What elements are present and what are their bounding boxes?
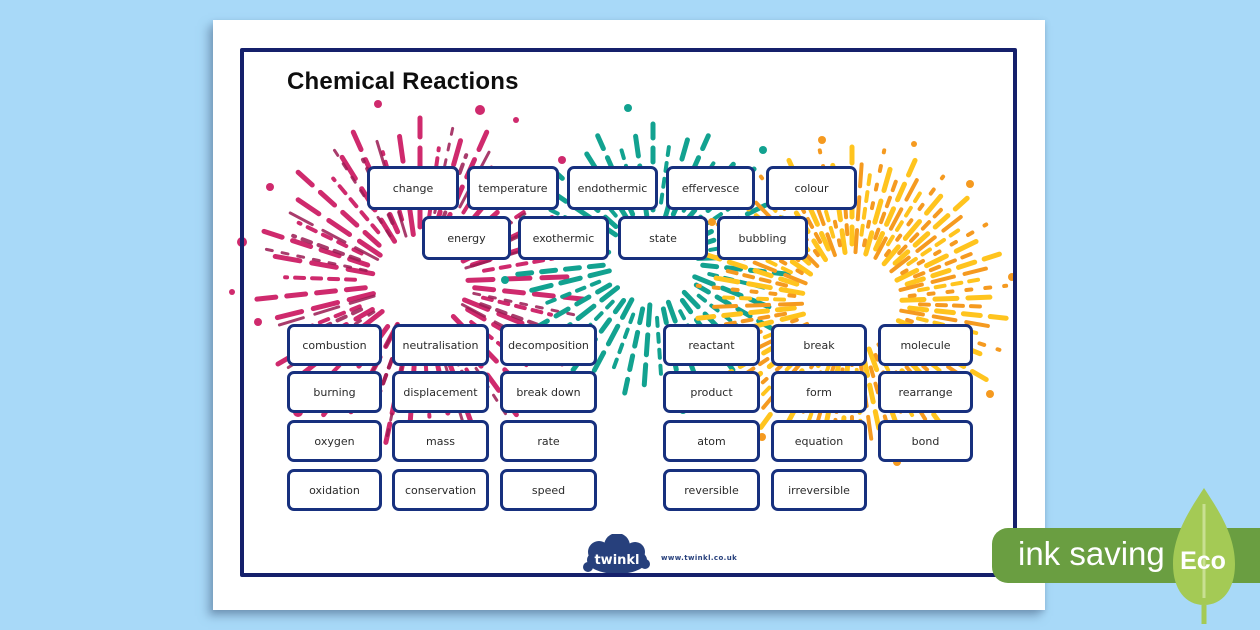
website-url: www.twinkl.co.uk [661,554,738,562]
word-card-colour: colour [766,166,857,210]
word-card-energy: energy [422,216,511,260]
word-card-burning: burning [287,371,382,413]
eco-leaf-icon [1173,488,1235,624]
ink-saving-label: ink saving [1018,535,1165,572]
worksheet-page: Chemical Reactions change temperature en… [213,20,1045,610]
word-card-atom: atom [663,420,760,462]
twinkl-logo: twinkl [583,534,650,574]
word-card-exothermic: exothermic [518,216,609,260]
word-card-effervesce: effervesce [666,166,755,210]
word-card-product: product [663,371,760,413]
word-card-reactant: reactant [663,324,760,366]
word-card-equation: equation [771,420,867,462]
word-card-form: form [771,371,867,413]
word-card-speed: speed [500,469,597,511]
word-card-rearrange: rearrange [878,371,973,413]
word-card-oxidation: oxidation [287,469,382,511]
word-card-temperature: temperature [467,166,559,210]
word-card-displacement: displacement [392,371,489,413]
eco-label: Eco [1180,547,1226,575]
word-card-break-down: break down [500,371,597,413]
word-card-rate: rate [500,420,597,462]
twinkl-logo-text: twinkl [594,553,639,568]
word-card-reversible: reversible [663,469,760,511]
page-title: Chemical Reactions [287,68,519,95]
word-card-conservation: conservation [392,469,489,511]
word-card-decomposition: decomposition [500,324,597,366]
word-card-irreversible: irreversible [771,469,867,511]
word-card-state: state [618,216,708,260]
word-card-bubbling: bubbling [717,216,808,260]
word-card-endothermic: endothermic [567,166,658,210]
word-card-molecule: molecule [878,324,973,366]
word-card-neutralisation: neutralisation [392,324,489,366]
word-card-break: break [771,324,867,366]
word-card-mass: mass [392,420,489,462]
word-card-bond: bond [878,420,973,462]
word-card-change: change [367,166,459,210]
word-card-oxygen: oxygen [287,420,382,462]
word-card-combustion: combustion [287,324,382,366]
